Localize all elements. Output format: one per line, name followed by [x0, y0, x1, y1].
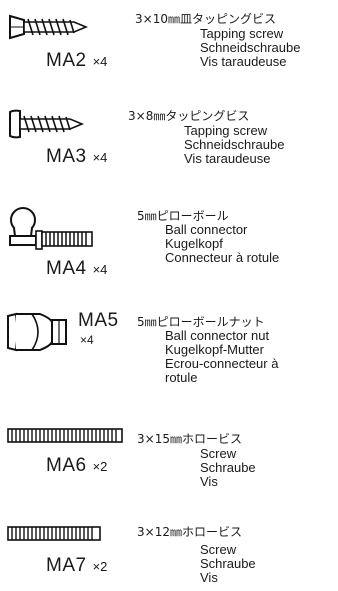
translation-en: Ball connector nut — [165, 328, 270, 343]
part-name-jp: 3×15㎜ホロービス — [137, 432, 242, 446]
part-ma4: MA4×4 5㎜ピローボール Ball connector Kugelkopf … — [0, 196, 338, 286]
part-ma7: MA7×2 3×12㎜ホロービス Screw Schraube Vis — [0, 514, 338, 591]
part-code: MA4×4 — [46, 258, 108, 279]
part-quantity: ×4 — [92, 150, 108, 165]
part-code: MA5 — [78, 310, 119, 331]
part-translations: Tapping screw Schneidschraube Vis taraud… — [200, 27, 300, 69]
part-name-jp: 3×10㎜皿タッピングビス — [135, 12, 276, 26]
part-name-jp: 5㎜ピローボールナット — [137, 315, 265, 329]
part-name-jp: 5㎜ピローボール — [137, 209, 229, 223]
part-ma6: MA6×2 3×15㎜ホロービス Screw Schraube Vis — [0, 420, 338, 510]
translation-de: Schneidschraube — [184, 137, 285, 152]
part-translations: Screw Schraube Vis — [200, 447, 256, 489]
translation-en: Ball connector — [165, 222, 248, 237]
part-translations: Screw Schraube Vis — [200, 543, 256, 585]
countersunk-tapping-screw-icon — [9, 14, 89, 40]
translation-en: Screw — [200, 542, 237, 557]
part-translations: Ball connector nut Kugelkopf-Mutter Ecro… — [165, 329, 278, 385]
part-quantity: ×4 — [80, 333, 94, 347]
part-ma3: MA3×4 3×8㎜タッピングビス Tapping screw Schneids… — [0, 98, 338, 180]
part-name-jp: 3×12㎜ホロービス — [137, 525, 242, 539]
translation-fr-cont: rotule — [165, 370, 198, 385]
part-quantity: ×4 — [92, 262, 108, 277]
part-code: MA2×4 — [46, 50, 108, 71]
part-name-jp: 3×8㎜タッピングビス — [128, 109, 250, 123]
part-translations: Ball connector Kugelkopf Connecteur à ro… — [165, 223, 279, 265]
part-quantity: ×2 — [92, 459, 108, 474]
part-code: MA6×2 — [46, 455, 108, 476]
part-ma5: MA5 ×4 5㎜ピローボールナット Ball connector nut Ku… — [0, 302, 338, 414]
part-code: MA3×4 — [46, 146, 108, 167]
hollow-screw-icon — [7, 428, 123, 443]
hollow-screw-icon — [7, 526, 101, 541]
translation-fr: Ecrou-connecteur à — [165, 356, 279, 371]
translation-en: Tapping screw — [200, 26, 284, 41]
part-code: MA7×2 — [46, 555, 108, 576]
tapping-screw-icon — [9, 109, 85, 139]
translation-de: Kugelkopf-Mutter — [165, 342, 264, 357]
translation-de: Schraube — [200, 556, 256, 571]
part-quantity: ×2 — [92, 559, 108, 574]
translation-fr: Vis — [200, 474, 218, 489]
translation-en: Screw — [200, 446, 237, 461]
translation-fr: Vis taraudeuse — [184, 151, 271, 166]
translation-en: Tapping screw — [184, 123, 268, 138]
translation-fr: Connecteur à rotule — [165, 250, 280, 265]
part-translations: Tapping screw Schneidschraube Vis taraud… — [184, 124, 284, 166]
translation-fr: Vis taraudeuse — [200, 54, 287, 69]
translation-fr: Vis — [200, 570, 218, 585]
ball-connector-nut-icon — [7, 312, 67, 352]
part-quantity: ×4 — [92, 54, 108, 69]
ball-connector-icon — [9, 207, 93, 250]
translation-de: Schraube — [200, 460, 256, 475]
part-ma2: MA2×4 3×10㎜皿タッピングビス Tapping screw Schnei… — [0, 0, 338, 90]
translation-de: Kugelkopf — [165, 236, 223, 251]
translation-de: Schneidschraube — [200, 40, 301, 55]
